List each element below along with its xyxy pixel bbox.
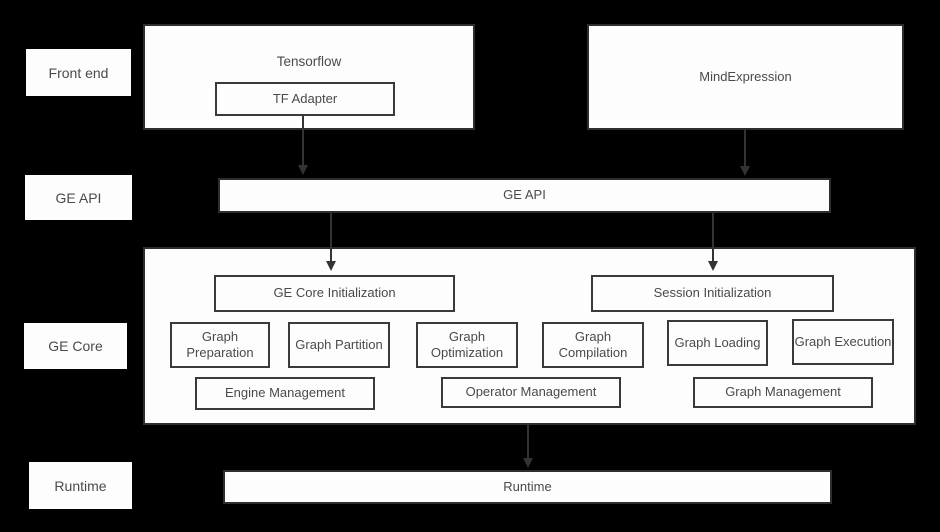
ge-core-initialization-box: GE Core Initialization <box>214 275 455 312</box>
row-label-ge-api: GE API <box>25 175 132 220</box>
arrow-head-icon <box>523 458 533 468</box>
arrow-line <box>330 213 332 261</box>
arrow-line <box>712 213 714 261</box>
row-label-runtime: Runtime <box>29 462 132 509</box>
ge-core-box: GE Core Initialization Session Initializ… <box>143 247 916 425</box>
graph-execution-box: Graph Execution <box>792 319 894 365</box>
arrow-head-icon <box>708 261 718 271</box>
graph-preparation-box: Graph Preparation <box>170 322 270 368</box>
runtime-bar: Runtime <box>223 470 832 504</box>
arrow-head-icon <box>298 165 308 175</box>
engine-management-box: Engine Management <box>195 377 375 410</box>
arrow-line <box>527 425 529 458</box>
row-label-ge-core: GE Core <box>24 323 127 369</box>
graph-optimization-box: Graph Optimization <box>416 322 518 368</box>
arrow-ge-core-to-runtime <box>523 425 533 468</box>
row-label-front-end: Front end <box>26 49 131 96</box>
graph-management-box: Graph Management <box>693 377 873 408</box>
arrow-head-icon <box>740 166 750 176</box>
tensorflow-box: Tensorflow TF Adapter <box>143 24 475 130</box>
ge-api-bar: GE API <box>218 178 831 213</box>
tf-adapter-box: TF Adapter <box>215 82 395 116</box>
graph-compilation-box: Graph Compilation <box>542 322 644 368</box>
session-initialization-box: Session Initialization <box>591 275 834 312</box>
operator-management-box: Operator Management <box>441 377 621 408</box>
arrow-ge-api-to-session-initialization <box>708 213 718 271</box>
arrow-line <box>744 130 746 166</box>
arrow-head-icon <box>326 261 336 271</box>
arrow-tf-adapter-to-ge-api <box>298 115 308 175</box>
tensorflow-label: Tensorflow <box>276 54 342 69</box>
graph-loading-box: Graph Loading <box>667 320 768 366</box>
arrow-line <box>302 115 304 165</box>
graph-partition-box: Graph Partition <box>288 322 390 368</box>
arrow-mindexpression-to-ge-api <box>740 130 750 176</box>
arrow-ge-api-to-ge-core-initialization <box>326 213 336 271</box>
mindexpression-box: MindExpression <box>587 24 904 130</box>
